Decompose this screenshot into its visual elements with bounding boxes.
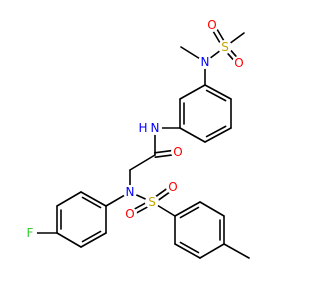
atom-o3b: O xyxy=(166,180,180,194)
atom-s1: S xyxy=(218,40,232,54)
ring-aminophenyl-bond xyxy=(179,84,206,100)
bond-carbonyl-ch2 xyxy=(129,154,156,171)
atom-label-o: O xyxy=(234,56,243,70)
atom-background xyxy=(23,226,37,240)
atom-s2: S xyxy=(145,195,159,209)
atom-o2: O xyxy=(171,145,185,159)
ring-tolyl-bond xyxy=(199,201,225,217)
ring-tolyl-bond-inner xyxy=(179,241,200,254)
atom-n1: N xyxy=(198,55,212,69)
atom-background xyxy=(166,180,180,194)
atom-background xyxy=(148,121,162,135)
ring-fluorophenyl-bond xyxy=(56,232,82,248)
atom-background xyxy=(198,55,212,69)
atom-label-h: H xyxy=(138,121,147,135)
atom-label-o: O xyxy=(173,145,182,159)
atom-background xyxy=(123,185,137,199)
atom-background xyxy=(218,40,232,54)
ring-fluorophenyl-bond-inner xyxy=(81,230,102,243)
atom-label-n: N xyxy=(126,185,135,199)
atom-o1a: O xyxy=(205,18,219,32)
atom-background xyxy=(171,145,185,159)
atom-background xyxy=(145,195,159,209)
atom-label-s: S xyxy=(221,40,229,54)
ring-tolyl-bond xyxy=(199,243,225,259)
ring-tolyl-bond xyxy=(174,201,201,217)
ring-aminophenyl-bond xyxy=(204,127,232,143)
atom-n2: N xyxy=(148,121,162,135)
ring-aminophenyl-bond xyxy=(204,84,232,100)
bond-ring-methyl xyxy=(223,243,250,259)
atom-label-o: O xyxy=(168,180,177,194)
atom-label-n: N xyxy=(151,121,160,135)
ring-aminophenyl-bond-inner xyxy=(205,89,227,102)
atom-label-o: O xyxy=(207,18,216,32)
ring-fluorophenyl-bond-inner xyxy=(81,196,102,209)
atom-label-f: F xyxy=(27,226,34,240)
ring-fluorophenyl-bond xyxy=(80,232,107,248)
ring-aminophenyl-bond-inner xyxy=(205,125,227,138)
atom-background xyxy=(123,207,137,221)
atom-f1: F xyxy=(23,226,37,240)
ring-aminophenyl-bond xyxy=(179,127,206,143)
atom-label-n: N xyxy=(201,55,210,69)
atom-background xyxy=(138,123,148,133)
ring-tolyl-bond-inner xyxy=(179,206,200,219)
atom-background xyxy=(205,18,219,32)
ring-tolyl-bond xyxy=(174,243,201,259)
atom-o3a: O xyxy=(123,207,137,221)
ring-fluorophenyl-bond xyxy=(56,191,82,207)
atom-h2: H xyxy=(138,121,148,135)
atom-label-o: O xyxy=(125,207,134,221)
ring-fluorophenyl-bond xyxy=(80,191,107,207)
atom-o1b: O xyxy=(232,56,246,70)
atom-background xyxy=(232,56,246,70)
atom-n3: N xyxy=(123,185,137,199)
bonds-layer xyxy=(29,23,250,259)
atom-label-s: S xyxy=(148,195,156,209)
